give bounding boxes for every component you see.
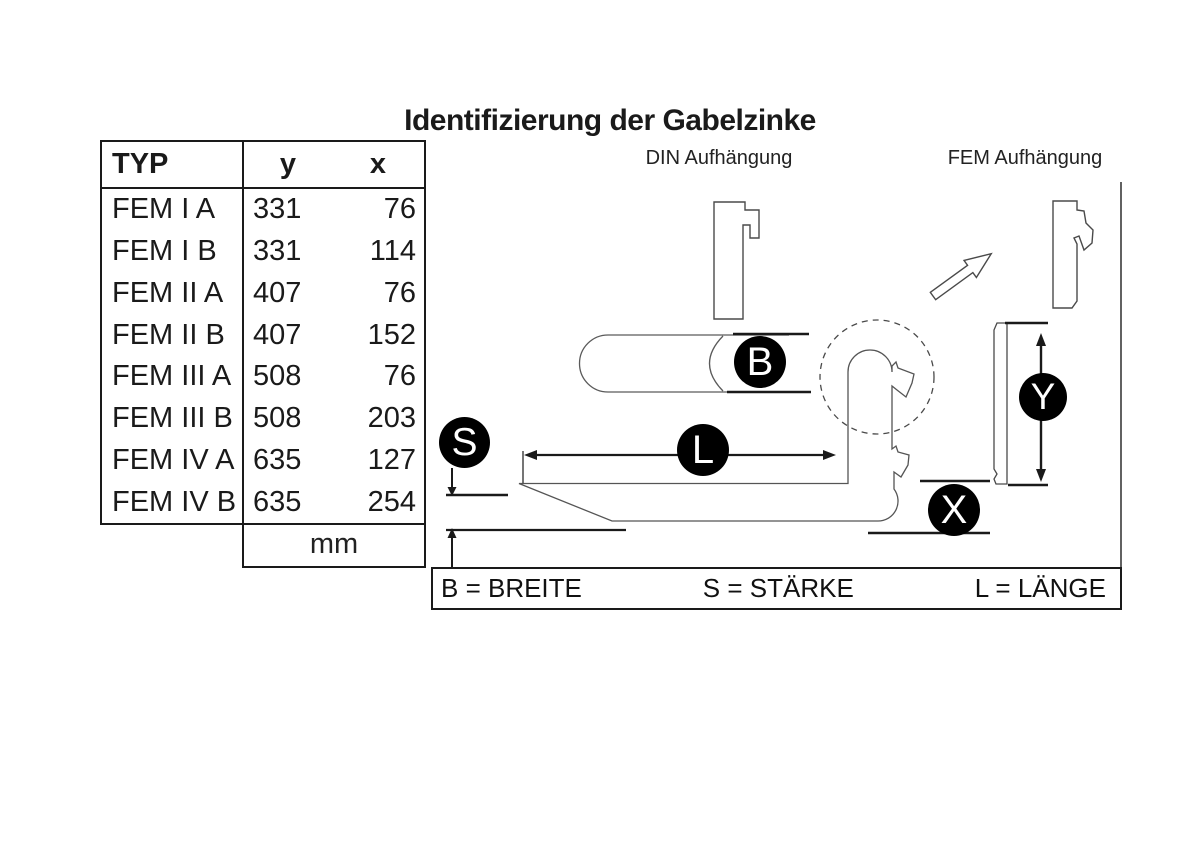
table-row: FEM II A 407 76 <box>102 273 424 315</box>
zoom-arrow-icon <box>929 252 993 301</box>
cell-x: 152 <box>367 318 416 351</box>
fem-suspension-label: FEM Aufhängung <box>947 147 1103 169</box>
dim-s <box>446 468 626 567</box>
table-row: FEM I A 331 76 <box>102 189 424 231</box>
marker-l: L <box>677 424 729 476</box>
legend-breite: B = BREITE <box>441 573 582 603</box>
legend-laenge: L = LÄNGE <box>974 573 1106 603</box>
cell-typ: FEM III A <box>112 360 232 393</box>
legend-staerke: S = STÄRKE <box>702 573 854 603</box>
cell-typ: FEM II B <box>112 318 225 351</box>
cell-x: 76 <box>383 276 416 309</box>
table-unit-cell: mm <box>242 523 426 568</box>
marker-x: X <box>928 484 980 536</box>
marker-s: S <box>439 417 490 468</box>
cell-x: 254 <box>367 485 416 518</box>
cell-y: 508 <box>253 402 302 435</box>
table-row: FEM III B 508 203 <box>102 398 424 440</box>
cell-typ: FEM II A <box>112 276 224 309</box>
table-row: FEM III A 508 76 <box>102 356 424 398</box>
cell-x: 76 <box>383 360 416 393</box>
cell-typ: FEM IV A <box>112 443 235 476</box>
cell-x: 114 <box>369 235 416 268</box>
fem-hook-profile <box>1052 200 1094 309</box>
cell-y: 407 <box>253 318 302 351</box>
table-row: FEM I B 331 114 <box>102 231 424 273</box>
cell-x: 203 <box>367 402 416 435</box>
fem-bracket-profile <box>993 322 1008 485</box>
cell-y: 508 <box>253 360 302 393</box>
cell-typ: FEM III B <box>112 402 233 435</box>
cell-x: 76 <box>383 193 416 226</box>
cell-y: 331 <box>253 235 302 268</box>
table-column-divider <box>242 142 244 523</box>
cell-typ: FEM I B <box>112 235 217 268</box>
table-header-x: x <box>369 148 387 180</box>
cell-y: 331 <box>253 193 302 226</box>
din-hook-profile <box>713 201 760 320</box>
page-title: Identifizierung der Gabelzinke <box>404 104 816 137</box>
fork-dimension-table: TYP y x FEM I A 331 76 FEM I B 331 114 F… <box>100 140 426 525</box>
detail-circle <box>819 319 935 435</box>
table-header-typ: TYP <box>112 148 169 180</box>
cell-y: 407 <box>253 276 302 309</box>
table-header-row: TYP y x <box>102 142 424 189</box>
cell-y: 635 <box>253 485 302 518</box>
marker-b: B <box>734 336 786 388</box>
cell-typ: FEM I A <box>112 193 216 226</box>
cell-x: 127 <box>367 443 416 476</box>
din-suspension-label: DIN Aufhängung <box>645 147 793 169</box>
table-header-y: y <box>279 148 297 180</box>
marker-y: Y <box>1019 373 1067 421</box>
table-row: FEM II B 407 152 <box>102 314 424 356</box>
table-row: FEM IV B 635 254 <box>102 481 424 523</box>
cell-typ: FEM IV B <box>112 485 237 518</box>
cell-y: 635 <box>253 443 302 476</box>
legend-bar: B = BREITE S = STÄRKE L = LÄNGE <box>431 567 1122 610</box>
table-row: FEM IV A 635 127 <box>102 440 424 482</box>
